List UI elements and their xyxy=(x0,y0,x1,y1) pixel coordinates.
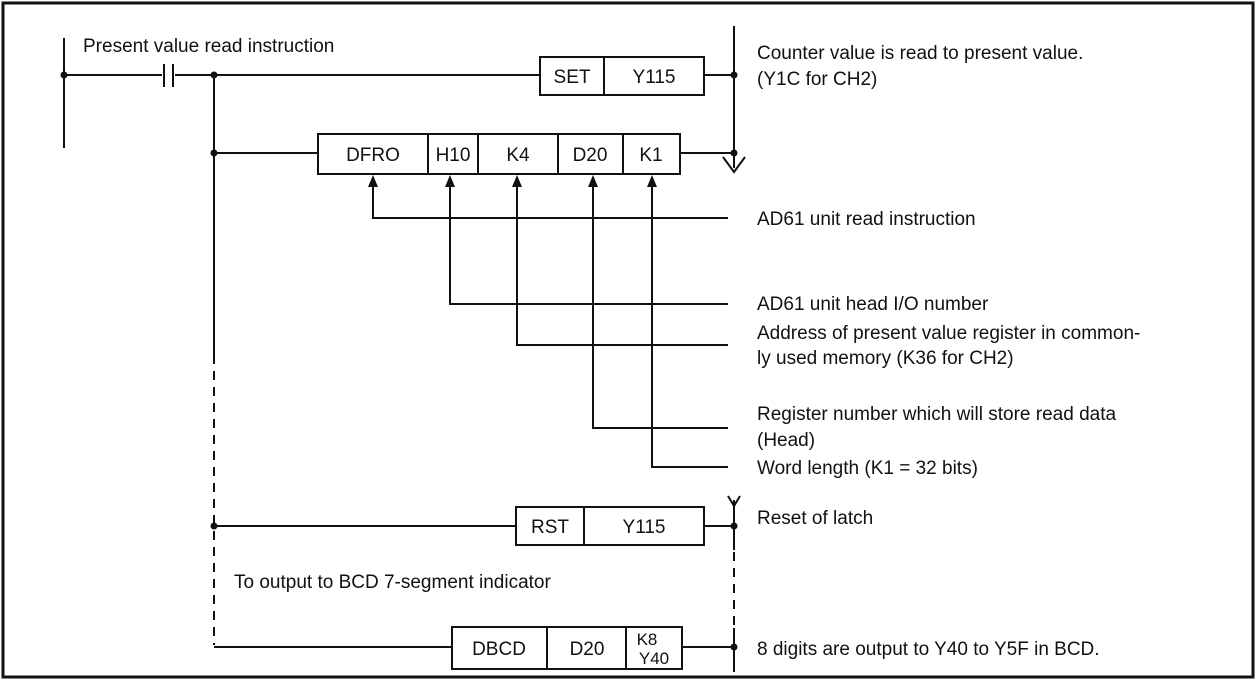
pointer-arrow xyxy=(647,175,657,187)
ad61-head-label: AD61 unit head I/O number xyxy=(757,294,989,315)
pointer-k4 xyxy=(516,187,728,346)
node-dot xyxy=(60,71,68,79)
dbcd-arg2a: K8 xyxy=(637,630,658,649)
dbcd-op: DBCD xyxy=(472,639,526,660)
rst-op: RST xyxy=(531,517,569,538)
counter-read-label: Counter value is read to present value. xyxy=(757,43,1083,64)
register-label-line1: Register number which will store read da… xyxy=(757,404,1116,425)
node-dot xyxy=(210,522,218,530)
pointer-h10 xyxy=(449,187,728,305)
pointer-arrow xyxy=(445,175,455,187)
dfro-arg3: D20 xyxy=(573,145,608,166)
dfro-op: DFRO xyxy=(346,145,400,166)
pointer-k1 xyxy=(651,187,728,468)
word-length-label: Word length (K1 = 32 bits) xyxy=(757,458,978,479)
down-arrow-head xyxy=(722,156,746,174)
pointer-arrow xyxy=(588,175,598,187)
dbcd-arg1: D20 xyxy=(570,639,605,660)
y-mark xyxy=(727,495,741,508)
dfro-arg2: K4 xyxy=(506,145,530,166)
present-value-read-label: Present value read instruction xyxy=(83,36,334,57)
dfro-arg4: K1 xyxy=(639,145,662,166)
y1c-ch2-label: (Y1C for CH2) xyxy=(757,69,877,90)
reset-latch-label: Reset of latch xyxy=(757,508,873,529)
pointer-arrow xyxy=(512,175,522,187)
to-output-label: To output to BCD 7-segment indicator xyxy=(234,572,552,593)
digits-output-label: 8 digits are output to Y40 to Y5F in BCD… xyxy=(757,639,1100,660)
rst-device: Y115 xyxy=(623,517,666,538)
register-label-line2: (Head) xyxy=(757,430,815,451)
dfro-arg1: H10 xyxy=(436,145,471,166)
ad61-read-label: AD61 unit read instruction xyxy=(757,209,976,230)
pointer-d20 xyxy=(592,187,728,429)
pointer-op xyxy=(372,187,728,219)
address-label-line2: ly used memory (K36 for CH2) xyxy=(757,348,1014,369)
set-op: SET xyxy=(554,67,591,88)
node-dot xyxy=(730,149,738,157)
set-device: Y115 xyxy=(633,67,676,88)
dbcd-arg2b: Y40 xyxy=(639,649,669,668)
address-label-line1: Address of present value register in com… xyxy=(757,323,1140,344)
node-dot xyxy=(210,149,218,157)
pointer-arrow xyxy=(368,175,378,187)
